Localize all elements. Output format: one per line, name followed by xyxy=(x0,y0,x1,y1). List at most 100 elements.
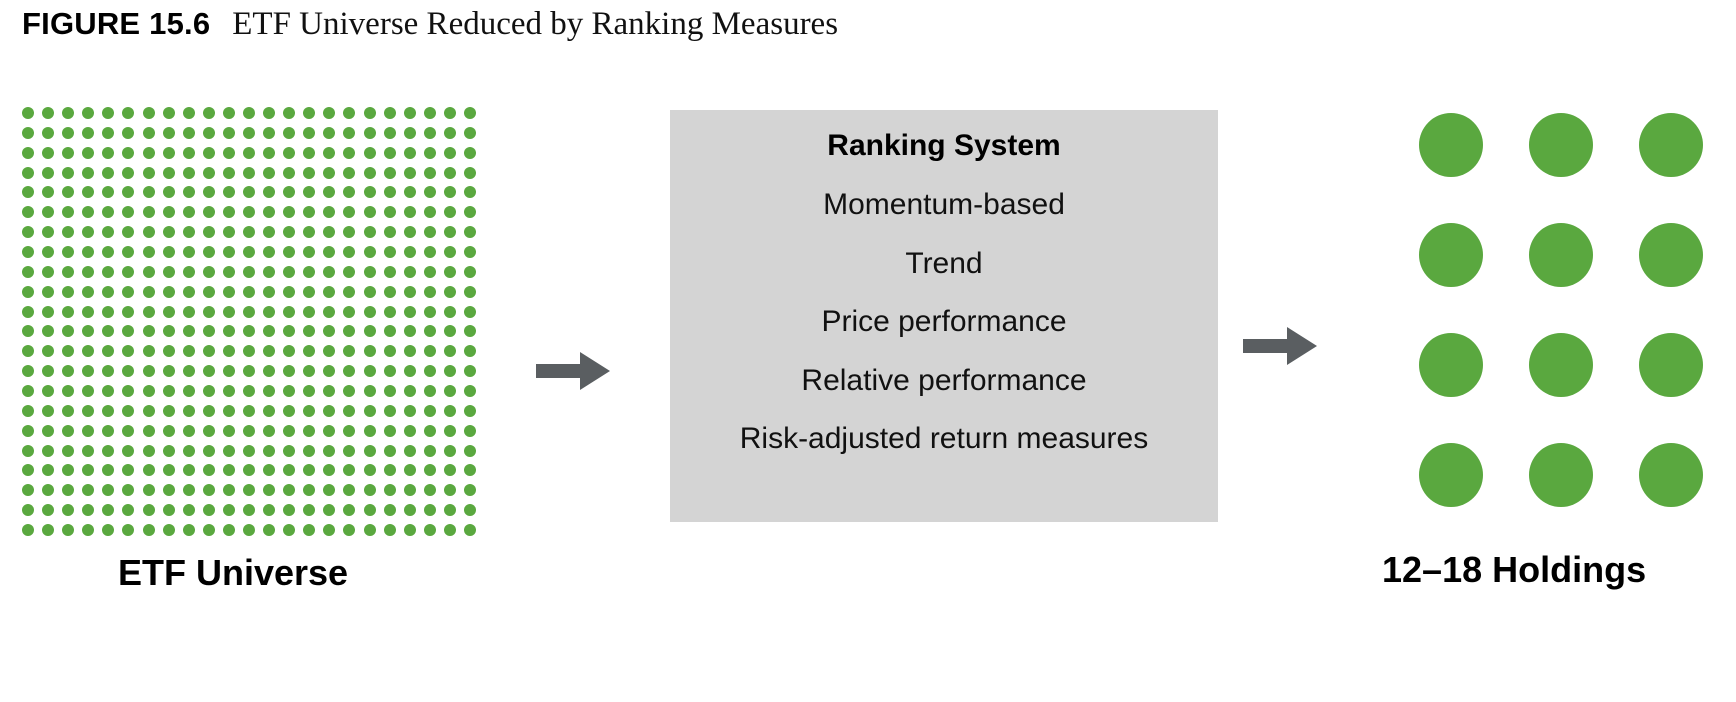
universe-dot xyxy=(162,226,175,239)
universe-dot xyxy=(122,206,135,219)
universe-dot xyxy=(283,285,296,298)
universe-dot xyxy=(263,305,276,318)
universe-dot xyxy=(82,365,95,378)
universe-dot xyxy=(22,146,35,159)
universe-dot xyxy=(42,166,55,179)
universe-dot xyxy=(303,106,316,119)
universe-dot xyxy=(242,305,255,318)
universe-dot xyxy=(383,265,396,278)
universe-dot xyxy=(162,146,175,159)
universe-dot xyxy=(182,365,195,378)
universe-dot xyxy=(443,245,456,258)
universe-dot xyxy=(323,365,336,378)
universe-dot xyxy=(383,345,396,358)
universe-dot xyxy=(423,245,436,258)
universe-dot xyxy=(242,126,255,139)
universe-dot xyxy=(323,245,336,258)
universe-dot xyxy=(162,484,175,497)
universe-dot xyxy=(383,444,396,457)
universe-dot xyxy=(162,106,175,119)
universe-dot xyxy=(403,404,416,417)
universe-dot xyxy=(182,206,195,219)
universe-dot xyxy=(142,126,155,139)
universe-dot xyxy=(162,524,175,537)
universe-dot xyxy=(363,385,376,398)
universe-dot xyxy=(443,524,456,537)
universe-dot xyxy=(162,504,175,517)
universe-dot xyxy=(403,206,416,219)
universe-dot xyxy=(182,126,195,139)
universe-dot xyxy=(443,504,456,517)
universe-dot xyxy=(343,385,356,398)
universe-dot xyxy=(62,424,75,437)
universe-dot xyxy=(303,206,316,219)
universe-dot xyxy=(283,245,296,258)
universe-dot xyxy=(102,524,115,537)
universe-dot xyxy=(182,166,195,179)
universe-dot xyxy=(102,444,115,457)
universe-dot xyxy=(202,464,215,477)
universe-dot xyxy=(463,345,476,358)
holding-circle xyxy=(1419,223,1483,287)
universe-dot xyxy=(323,444,336,457)
universe-dot xyxy=(242,484,255,497)
universe-dot xyxy=(122,424,135,437)
universe-dot xyxy=(263,186,276,199)
ranking-measure-item: Momentum-based xyxy=(823,188,1065,221)
universe-dot xyxy=(162,385,175,398)
universe-dot xyxy=(102,245,115,258)
universe-dot xyxy=(283,226,296,239)
universe-dot xyxy=(263,464,276,477)
universe-dot xyxy=(283,146,296,159)
universe-dot xyxy=(222,464,235,477)
universe-dot xyxy=(22,126,35,139)
universe-dot xyxy=(182,285,195,298)
universe-dot xyxy=(122,464,135,477)
universe-dot xyxy=(283,186,296,199)
universe-dot xyxy=(22,265,35,278)
figure-title-text: ETF Universe Reduced by Ranking Measures xyxy=(232,6,839,42)
universe-dot xyxy=(22,245,35,258)
universe-dot xyxy=(242,325,255,338)
universe-dot xyxy=(403,166,416,179)
universe-dot xyxy=(403,345,416,358)
etf-universe-caption: ETF Universe xyxy=(118,552,349,593)
universe-dot xyxy=(202,146,215,159)
universe-dot xyxy=(343,245,356,258)
universe-dot xyxy=(343,285,356,298)
universe-dot xyxy=(423,166,436,179)
universe-dot xyxy=(463,464,476,477)
universe-dot xyxy=(142,285,155,298)
universe-dot xyxy=(202,504,215,517)
universe-dot xyxy=(383,226,396,239)
universe-dot xyxy=(22,206,35,219)
universe-dot xyxy=(82,186,95,199)
universe-dot xyxy=(363,325,376,338)
universe-dot xyxy=(162,245,175,258)
universe-dot xyxy=(283,385,296,398)
universe-dot xyxy=(463,186,476,199)
universe-dot xyxy=(162,464,175,477)
universe-dot xyxy=(423,206,436,219)
universe-dot xyxy=(303,504,316,517)
universe-dot xyxy=(82,524,95,537)
universe-dot xyxy=(62,186,75,199)
holdings-circle-grid xyxy=(1396,90,1726,530)
universe-dot xyxy=(202,106,215,119)
universe-dot xyxy=(162,345,175,358)
universe-dot xyxy=(343,186,356,199)
universe-dot xyxy=(323,345,336,358)
universe-dot xyxy=(363,245,376,258)
universe-dot xyxy=(323,325,336,338)
universe-dot xyxy=(323,166,336,179)
universe-dot xyxy=(22,325,35,338)
universe-dot xyxy=(363,504,376,517)
holding-circle xyxy=(1419,113,1483,177)
universe-dot xyxy=(443,166,456,179)
universe-dot xyxy=(283,404,296,417)
universe-dot xyxy=(42,504,55,517)
universe-dot xyxy=(403,325,416,338)
universe-dot xyxy=(363,524,376,537)
universe-dot xyxy=(303,245,316,258)
universe-dot xyxy=(443,186,456,199)
